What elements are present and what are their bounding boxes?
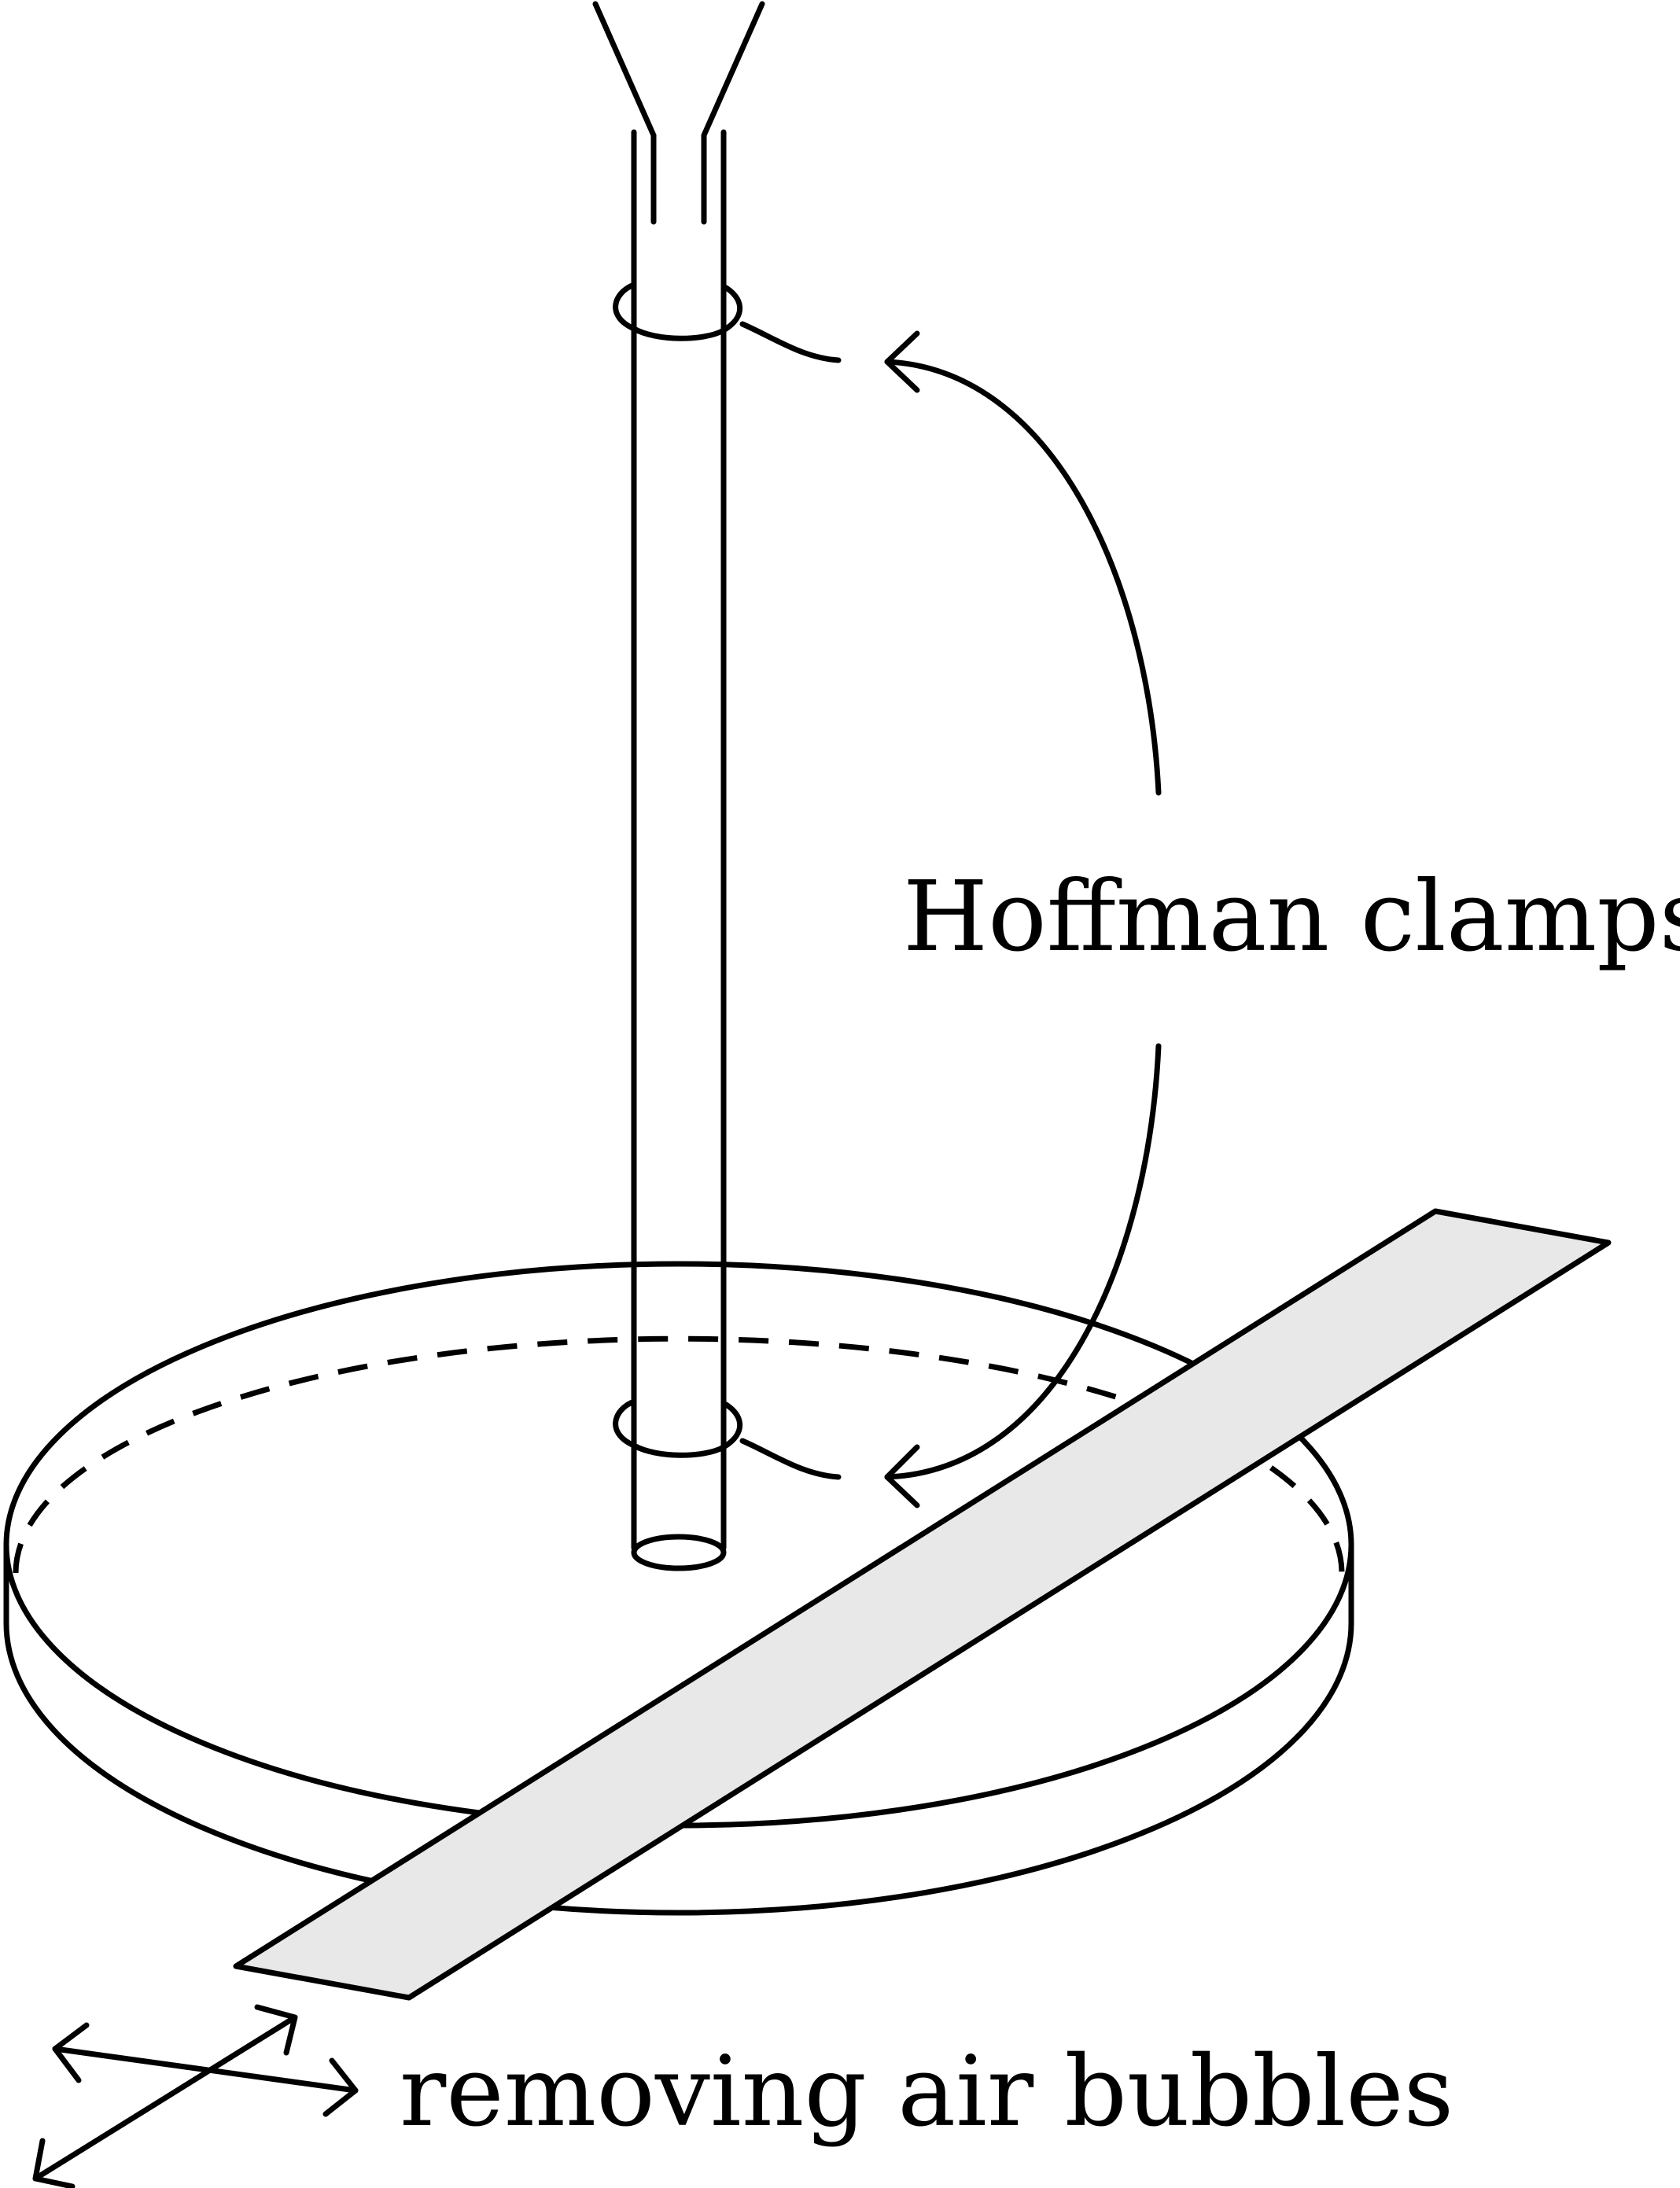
- lower-clamp-handle: [739, 1438, 842, 1480]
- lower-clamp-front: [613, 1398, 637, 1449]
- hoffman-clamps-label: Hoffman clamps: [903, 860, 1680, 974]
- clamp-pointer-arrows: [884, 330, 1162, 1508]
- upper-clamp-ring: [631, 283, 743, 341]
- air-bubble-arrows: [32, 2004, 359, 2188]
- tube-bottom-opening: [631, 1534, 727, 1571]
- dish-bottom-rim: [3, 1620, 1354, 1916]
- upper-clamp-front: [613, 282, 637, 332]
- diagonal-arrowhead-bottom: [32, 2138, 76, 2188]
- upper-clamp-arrowhead: [884, 330, 920, 393]
- glass-tube: [592, 1, 765, 1571]
- tube-funnel-right: [701, 1, 765, 138]
- upper-hoffman-clamp: [613, 282, 842, 363]
- lower-clamp-arrowhead: [884, 1444, 920, 1508]
- horizontal-double-arrow-shaft: [52, 2046, 359, 2094]
- lower-clamp-ring: [631, 1400, 743, 1458]
- horizontal-arrowhead-left: [52, 2022, 90, 2083]
- removing-air-bubbles-label: removing air bubbles: [400, 2035, 1453, 2149]
- horizontal-arrowhead-right: [322, 2057, 359, 2117]
- upper-clamp-handle: [739, 321, 842, 363]
- lower-clamp-arrow-curve: [884, 1043, 1162, 1480]
- gel-strip: [233, 1208, 1612, 2001]
- tube-funnel-left: [592, 1, 657, 138]
- upper-clamp-arrow-curve: [884, 359, 1162, 796]
- lower-hoffman-clamp: [613, 1398, 842, 1480]
- diagonal-arrowhead-top: [254, 2004, 298, 2056]
- diagonal-double-arrow-shaft: [32, 2014, 298, 2182]
